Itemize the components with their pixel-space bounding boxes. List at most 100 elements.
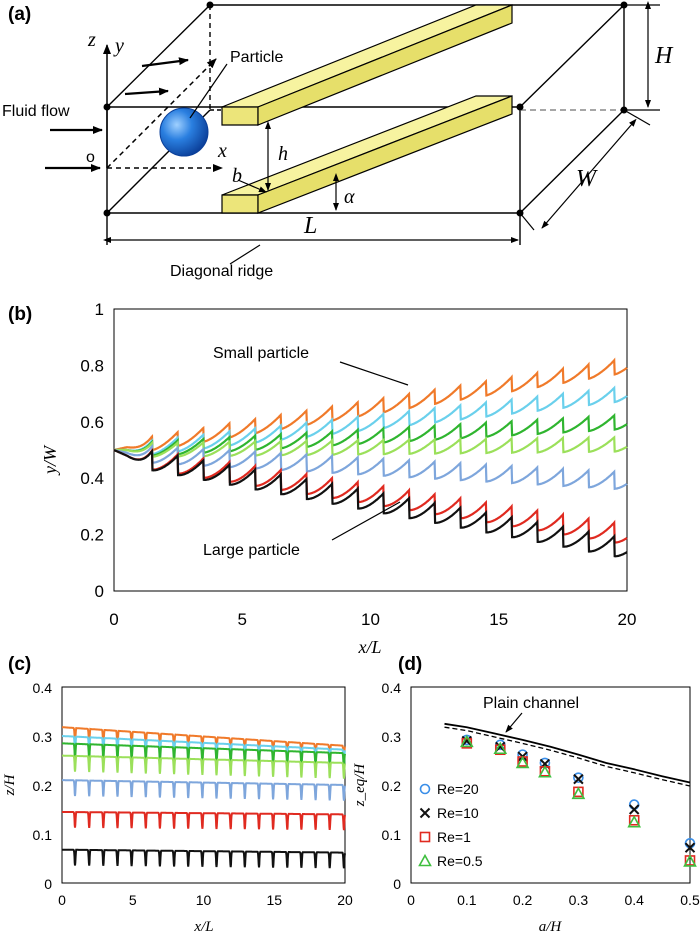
d-y-tick-label: 0.3	[382, 729, 402, 745]
panel-c-series	[62, 726, 346, 869]
panel-c-series-line-7	[62, 848, 346, 869]
b-x-tick-label: 15	[489, 610, 508, 629]
plain-channel-label: Plain channel	[483, 695, 579, 712]
height-H-symbol: H	[654, 43, 674, 69]
d-x-tick-label: 0.4	[624, 892, 644, 908]
axis-z-symbol: z	[87, 29, 96, 51]
c-x-tick-label: 20	[337, 892, 353, 908]
c-y-tick-label: 0.2	[33, 778, 53, 794]
c-y-tick-label: 0.4	[33, 680, 53, 696]
small-particle-leader	[339, 361, 409, 386]
panel-c-series-line-3	[62, 742, 346, 769]
panel-d-plain-channel-lines	[444, 722, 691, 787]
marker-re-0-5-point-7	[683, 854, 697, 867]
b-y-tick-label: 0.2	[80, 526, 104, 545]
d-y-tick-label: 0.4	[382, 680, 402, 696]
lower-ridge	[221, 95, 513, 214]
legend-marker-re-1	[419, 831, 431, 843]
plain-channel-arrow	[505, 712, 523, 733]
panel-c-series-line-4	[62, 754, 346, 779]
b-x-tick-label: 5	[238, 610, 247, 629]
panel-b-y-axis-label: y/W	[40, 444, 60, 476]
panel-b-series-line-5	[113, 443, 628, 491]
b-x-tick-label: 20	[618, 610, 637, 629]
marker-re-20-point-3	[517, 749, 528, 760]
panel-c-label: (c)	[8, 654, 31, 675]
small-particle-label: Small particle	[213, 345, 309, 362]
b-y-tick-label: 0.8	[80, 356, 104, 375]
panel-a-schematic: (a) z	[2, 1, 674, 280]
panel-d-label: (d)	[398, 654, 422, 675]
legend-label-re-10: Re=10	[437, 805, 479, 821]
panel-b-label: (b)	[8, 304, 32, 325]
marker-re-0-5-point-4	[538, 765, 552, 778]
large-particle-label: Large particle	[203, 542, 300, 559]
d-y-tick-label: 0	[393, 876, 401, 892]
fluid-flow-label: Fluid flow	[2, 103, 70, 120]
c-x-tick-label: 5	[129, 892, 137, 908]
panel-b-x-axis-label: x/L	[357, 637, 381, 657]
diagonal-ridge-label: Diagonal ridge	[170, 263, 273, 280]
ridge-leader-line	[229, 244, 261, 265]
ridge-angle-alpha-symbol: α	[344, 186, 355, 208]
marker-re-10-point-1	[461, 735, 473, 747]
marker-re-10-point-7	[684, 842, 696, 853]
d-x-tick-label: 0.3	[569, 892, 589, 908]
panel-c-series-line-1	[62, 726, 346, 762]
ridge-gap-h-symbol: h	[278, 143, 288, 165]
panel-b-y-ticks: 00.20.40.60.81	[80, 300, 104, 601]
panel-a-label: (a)	[8, 4, 31, 25]
d-x-tick-label: 0.1	[457, 892, 477, 908]
legend-marker-re-10	[419, 807, 431, 819]
legend-label-re-0-5: Re=0.5	[437, 853, 483, 869]
axis-x-symbol: x	[217, 140, 227, 162]
legend-label-re-20: Re=20	[437, 781, 479, 797]
panel-d: (d) 0 0.1 0.2 0.3 0.4 0 0.1 0.2 0.3 0.4 0.5 Re=20…	[352, 654, 700, 935]
panel-c-plot-frame	[61, 686, 346, 884]
panel-b-series-line-2	[114, 385, 628, 456]
particle-sphere	[159, 107, 209, 157]
panel-c-y-ticks: 00.10.20.30.4	[33, 680, 53, 892]
d-x-tick-label: 0.5	[680, 892, 700, 908]
corner-dots	[103, 1, 628, 217]
marker-re-0-5-point-2	[493, 741, 508, 755]
plain-channel-solid-line	[444, 722, 691, 784]
width-W-symbol: W	[576, 166, 598, 192]
b-x-tick-label: 0	[109, 610, 118, 629]
c-x-tick-label: 0	[58, 892, 66, 908]
b-x-tick-label: 10	[361, 610, 380, 629]
legend-marker-re-0-5	[418, 853, 432, 867]
d-x-tick-label: 0	[407, 892, 415, 908]
marker-re-0-5-point-3	[515, 755, 530, 769]
panel-d-plot-frame	[410, 686, 691, 884]
panel-b-x-ticks: 0 5 10 15 20	[109, 610, 636, 629]
panel-c-series-line-5	[62, 779, 346, 801]
marker-re-1-point-2	[494, 744, 506, 756]
c-x-tick-label: 10	[196, 892, 212, 908]
b-y-tick-label: 0	[95, 582, 104, 601]
panel-b-series-line-7	[113, 448, 628, 558]
b-y-tick-label: 1	[95, 300, 104, 319]
c-y-tick-label: 0.3	[33, 729, 53, 745]
panel-d-x-axis-label: a/H	[539, 919, 563, 935]
panel-b-series-line-3	[114, 412, 628, 457]
panel-c-x-axis-label: x/L	[193, 919, 213, 935]
panel-d-markers	[459, 734, 697, 867]
b-y-tick-label: 0.6	[80, 413, 104, 432]
d-y-tick-label: 0.1	[382, 827, 402, 843]
particle-label: Particle	[230, 49, 283, 66]
panel-b-series-line-6	[113, 447, 628, 544]
panel-c-y-axis-label: z/H	[2, 773, 18, 796]
flow-arrows	[45, 57, 189, 172]
marker-re-0-5-point-5	[571, 786, 586, 800]
panel-d-y-ticks: 0 0.1 0.2 0.3 0.4	[382, 680, 402, 892]
legend-label-re-1: Re=1	[437, 829, 471, 845]
d-y-tick-label: 0.2	[382, 778, 402, 794]
panel-d-y-axis-label: z_eq/H	[352, 763, 368, 808]
panel-b-series	[113, 357, 628, 558]
